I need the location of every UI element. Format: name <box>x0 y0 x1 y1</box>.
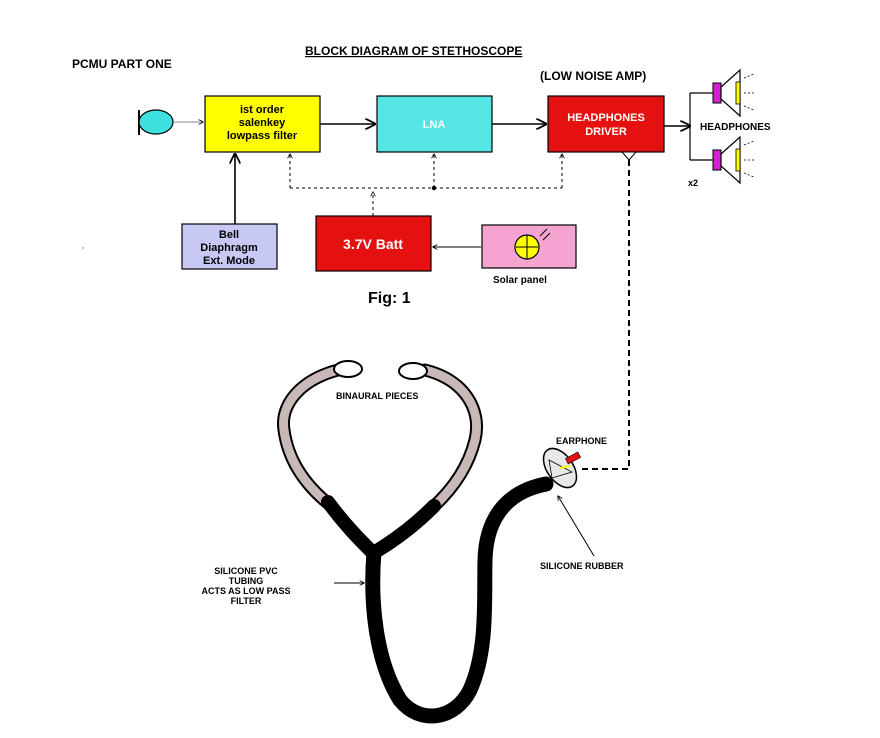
mode-label-line3: Ext. Mode <box>203 255 255 267</box>
y-joint <box>321 495 441 559</box>
filter-block: ist order salenkey lowpass filter <box>204 95 321 153</box>
solar-panel-label: Solar panel <box>493 275 547 286</box>
mode-label-line1: Bell <box>219 229 239 241</box>
stray-mark: ' <box>82 246 84 255</box>
lna-label: LNA <box>423 119 446 131</box>
main-tubing <box>365 476 554 724</box>
earphone-label: EARPHONE <box>556 436 607 446</box>
power-bus <box>290 154 562 216</box>
amp-note: (LOW NOISE AMP) <box>540 69 646 83</box>
headphones-count: x2 <box>688 178 698 188</box>
tubing-label-line2: TUBING <box>229 576 264 586</box>
filter-label-line2: salenkey <box>239 117 286 129</box>
driver-label-line1: HEADPHONES <box>567 112 645 124</box>
right-ear-tip <box>398 362 428 380</box>
part-label: PCMU PART ONE <box>72 57 172 71</box>
microphone-icon <box>138 109 174 135</box>
silicone-rubber-label: SILICONE RUBBER <box>540 561 624 571</box>
headphones-driver-block: HEADPHONES DRIVER <box>547 95 665 153</box>
binaural-pieces-label: BINAURAL PIECES <box>336 391 418 401</box>
battery-label: 3.7V Batt <box>343 236 403 252</box>
tubing-label-line1: SILICONE PVC <box>214 566 278 576</box>
silicone-rubber-pointer <box>558 496 595 557</box>
driver-label-line2: DRIVER <box>585 126 627 138</box>
lna-block: LNA <box>376 95 493 153</box>
filter-label-line3: lowpass filter <box>227 130 298 142</box>
battery-block: 3.7V Batt <box>315 215 432 272</box>
left-ear-tip <box>333 360 363 378</box>
figure-label: Fig: 1 <box>368 290 411 307</box>
power-junction <box>431 185 437 191</box>
headphones-icon <box>689 68 756 185</box>
diagram-title: BLOCK DIAGRAM OF STETHOSCOPE <box>305 44 522 58</box>
mode-label-line2: Diaphragm <box>200 242 258 254</box>
tubing-label-line3: ACTS AS LOW PASS <box>201 586 290 596</box>
filter-label-line1: ist order <box>240 104 285 116</box>
stethoscope-illustration <box>277 360 581 724</box>
mode-selector-block: Bell Diaphragm Ext. Mode <box>181 223 278 270</box>
headphones-label: HEADPHONES <box>700 122 771 133</box>
driver-output-connector <box>620 151 638 161</box>
earphone-wire-tab <box>565 451 581 465</box>
tubing-label-line4: FILTER <box>231 596 262 606</box>
driver-to-earphone-link <box>578 160 630 470</box>
solar-panel-block <box>481 224 577 269</box>
